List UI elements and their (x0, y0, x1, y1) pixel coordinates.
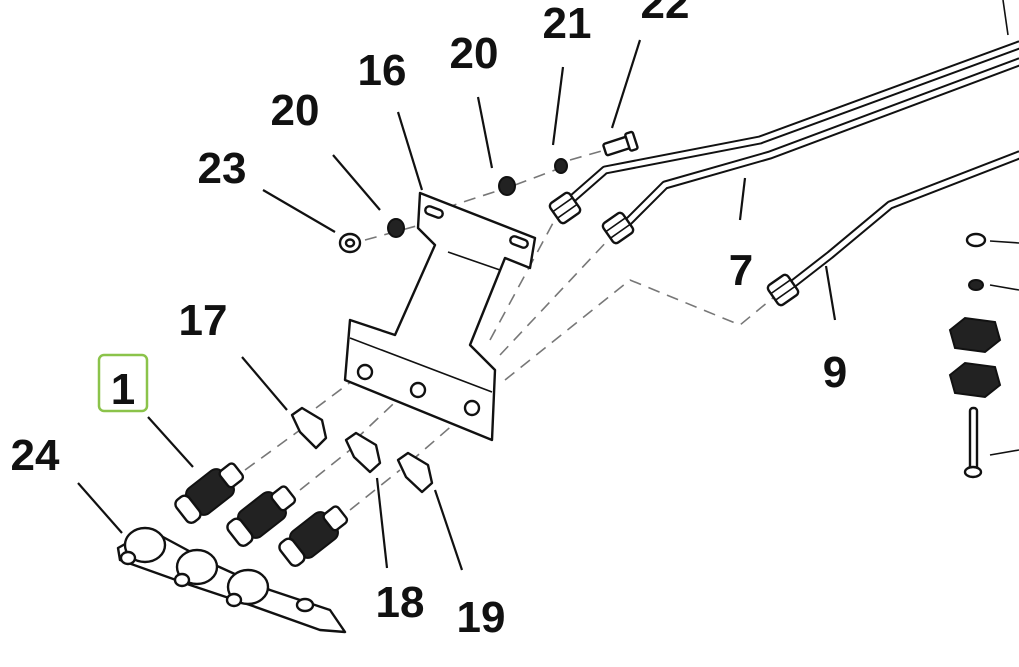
leader-lines (77, 39, 837, 571)
pipe-nuts (548, 191, 800, 307)
right-hardware (948, 232, 1019, 479)
callout-1[interactable]: 1 (111, 365, 135, 414)
callout-24[interactable]: 24 (11, 431, 60, 480)
callout-16[interactable]: 16 (358, 46, 407, 95)
callout-20-left[interactable]: 20 (271, 86, 320, 135)
bracket (343, 191, 537, 442)
small-hardware (338, 130, 639, 254)
callout-labels: 1 24 23 20 16 20 21 22 17 18 19 7 9 (11, 0, 848, 642)
callout-23[interactable]: 23 (198, 144, 247, 193)
callout-20-right[interactable]: 20 (450, 29, 499, 78)
callout-22[interactable]: 22 (641, 0, 690, 28)
caps-strip (116, 526, 347, 634)
callout-19[interactable]: 19 (457, 593, 506, 642)
callout-21[interactable]: 21 (543, 0, 592, 48)
callout-1-highlight (97, 353, 149, 413)
callout-7[interactable]: 7 (729, 246, 753, 295)
callout-17[interactable]: 17 (179, 296, 228, 345)
nozzle-bodies (174, 462, 349, 567)
callout-18[interactable]: 18 (376, 578, 425, 627)
pipes (560, 0, 1019, 295)
callout-9[interactable]: 9 (823, 348, 847, 397)
clips (290, 406, 434, 494)
assembly-guides (244, 149, 781, 511)
